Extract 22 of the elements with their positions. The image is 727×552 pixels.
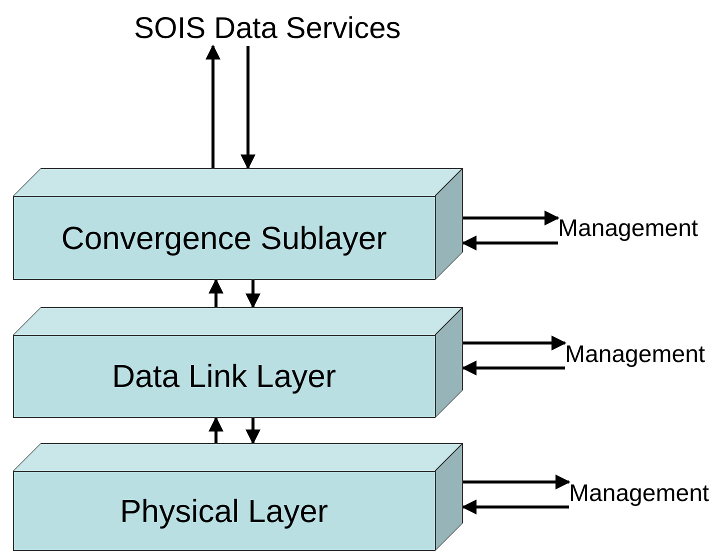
arrow [208,416,224,443]
arrow [246,418,260,444]
layer-label: Physical Layer [120,492,328,530]
arrow [246,280,260,308]
arrow [462,360,565,376]
layer-label: Convergence Sublayer [61,220,387,256]
service-label: SOIS Data Services [134,12,401,46]
service-label: Management [565,340,706,370]
arrow [463,210,560,226]
layer-block [13,443,463,551]
arrow [206,44,220,168]
arrow [462,500,569,514]
arrow [208,278,224,307]
layer-block [13,168,463,280]
layer-label: Data Link Layer [112,358,336,395]
arrow [463,474,570,490]
service-label: Management [569,479,710,509]
arrow [463,336,566,350]
arrow [462,236,558,250]
arrow [240,46,256,170]
layer-block [13,307,463,418]
service-label: Management [558,214,698,244]
